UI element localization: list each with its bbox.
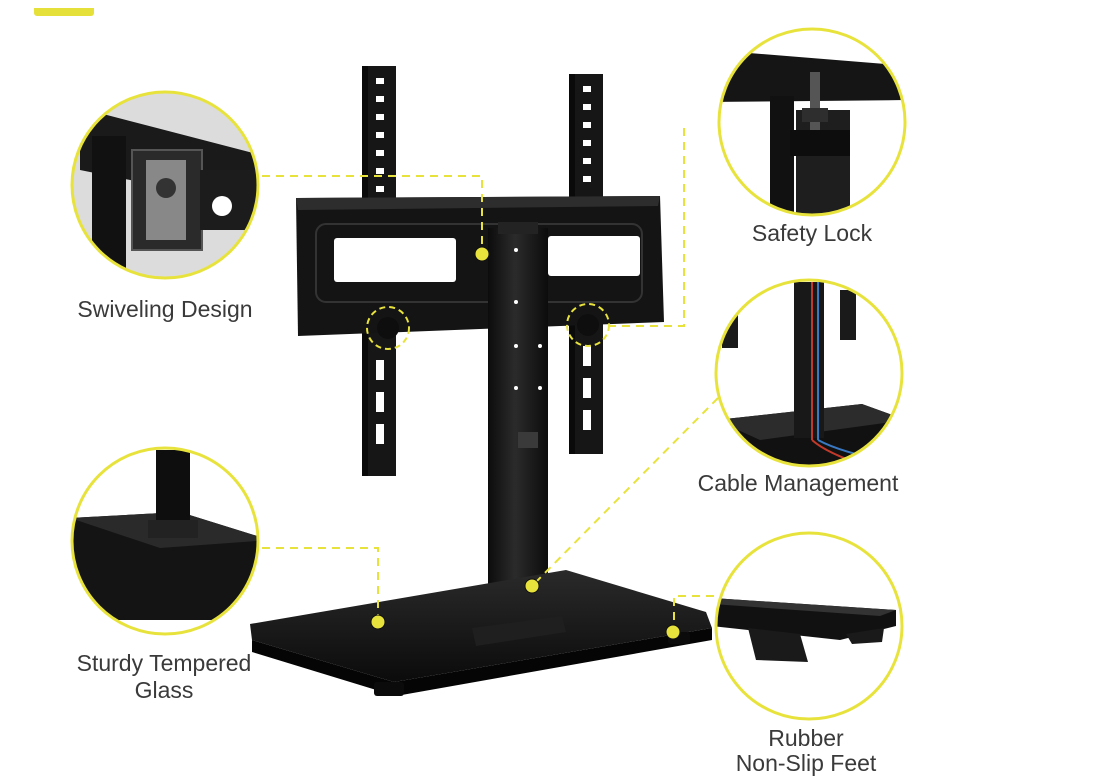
swivel-knob-ring-right bbox=[566, 303, 610, 347]
cable-detail-icon bbox=[714, 278, 904, 468]
callout-dots bbox=[370, 246, 681, 640]
callout-rings bbox=[366, 303, 610, 350]
swivel-dot bbox=[474, 246, 490, 262]
tv-stand bbox=[250, 66, 712, 696]
glass-base bbox=[250, 570, 712, 696]
cable-label: Cable Management bbox=[697, 470, 899, 496]
lock-detail-icon bbox=[717, 27, 907, 217]
swivel-label: Swiveling Design bbox=[77, 296, 253, 322]
feet-label-line2: Non-Slip Feet bbox=[735, 750, 877, 776]
glass-detail-icon bbox=[70, 446, 260, 636]
feet-label-line1: Rubber bbox=[768, 725, 844, 751]
mounting-plate bbox=[296, 196, 664, 339]
callout-lines bbox=[262, 128, 719, 628]
glass-callout-line bbox=[262, 547, 379, 618]
corner-accent-tab bbox=[34, 8, 94, 16]
lock-label: Safety Lock bbox=[751, 220, 873, 246]
swivel-knob-ring-left bbox=[366, 306, 410, 350]
feet-detail-icon bbox=[714, 531, 904, 721]
support-pole bbox=[488, 222, 548, 638]
feet-dot bbox=[665, 624, 681, 640]
lock-callout-line bbox=[610, 128, 685, 327]
feet-callout-line bbox=[673, 595, 714, 628]
cable-dot bbox=[524, 578, 540, 594]
cable-callout-line bbox=[531, 397, 719, 587]
swivel-callout-line bbox=[262, 175, 483, 248]
glass-dot bbox=[370, 614, 386, 630]
swivel-detail-icon bbox=[70, 90, 260, 280]
glass-label-line1: Sturdy Tempered bbox=[76, 650, 252, 676]
glass-label-line2: Glass bbox=[134, 677, 194, 703]
